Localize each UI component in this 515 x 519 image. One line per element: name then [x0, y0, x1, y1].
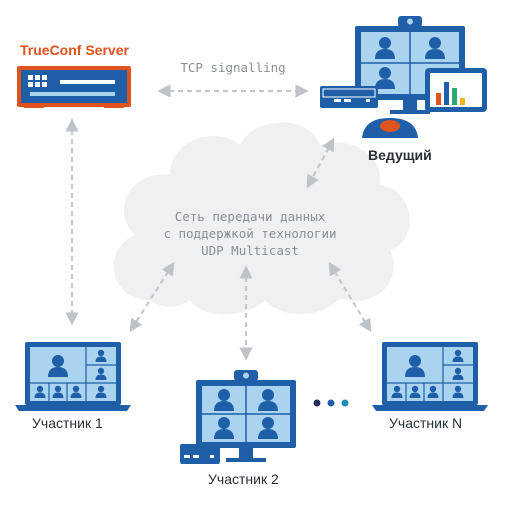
network-label-line2: с поддержкой технологии	[163, 226, 337, 241]
connection-lines	[65, 84, 372, 361]
mini-pc-icon	[180, 444, 220, 464]
participant-n-laptop	[372, 342, 488, 411]
participant-2-workstation	[180, 370, 296, 464]
participant-2-label: Участник 2	[208, 471, 279, 487]
presenter-workstation	[320, 16, 487, 138]
participant-n-label: Участник N	[389, 415, 463, 431]
participant-1-laptop	[15, 342, 131, 411]
signalling-label: TCP signalling	[180, 60, 286, 75]
server-icon	[17, 66, 131, 108]
network-label-line3: UDP Multicast	[201, 243, 299, 258]
server-title: TrueConf Server	[20, 42, 129, 58]
cloud-participant1-link	[129, 261, 175, 333]
more-participants-ellipsis	[313, 399, 349, 407]
participant-1-label: Участник 1	[32, 415, 103, 431]
network-label-line1: Сеть передачи данных	[174, 209, 326, 224]
cloud-participantN-link	[328, 261, 372, 333]
presenter-label: Ведущий	[368, 147, 432, 163]
